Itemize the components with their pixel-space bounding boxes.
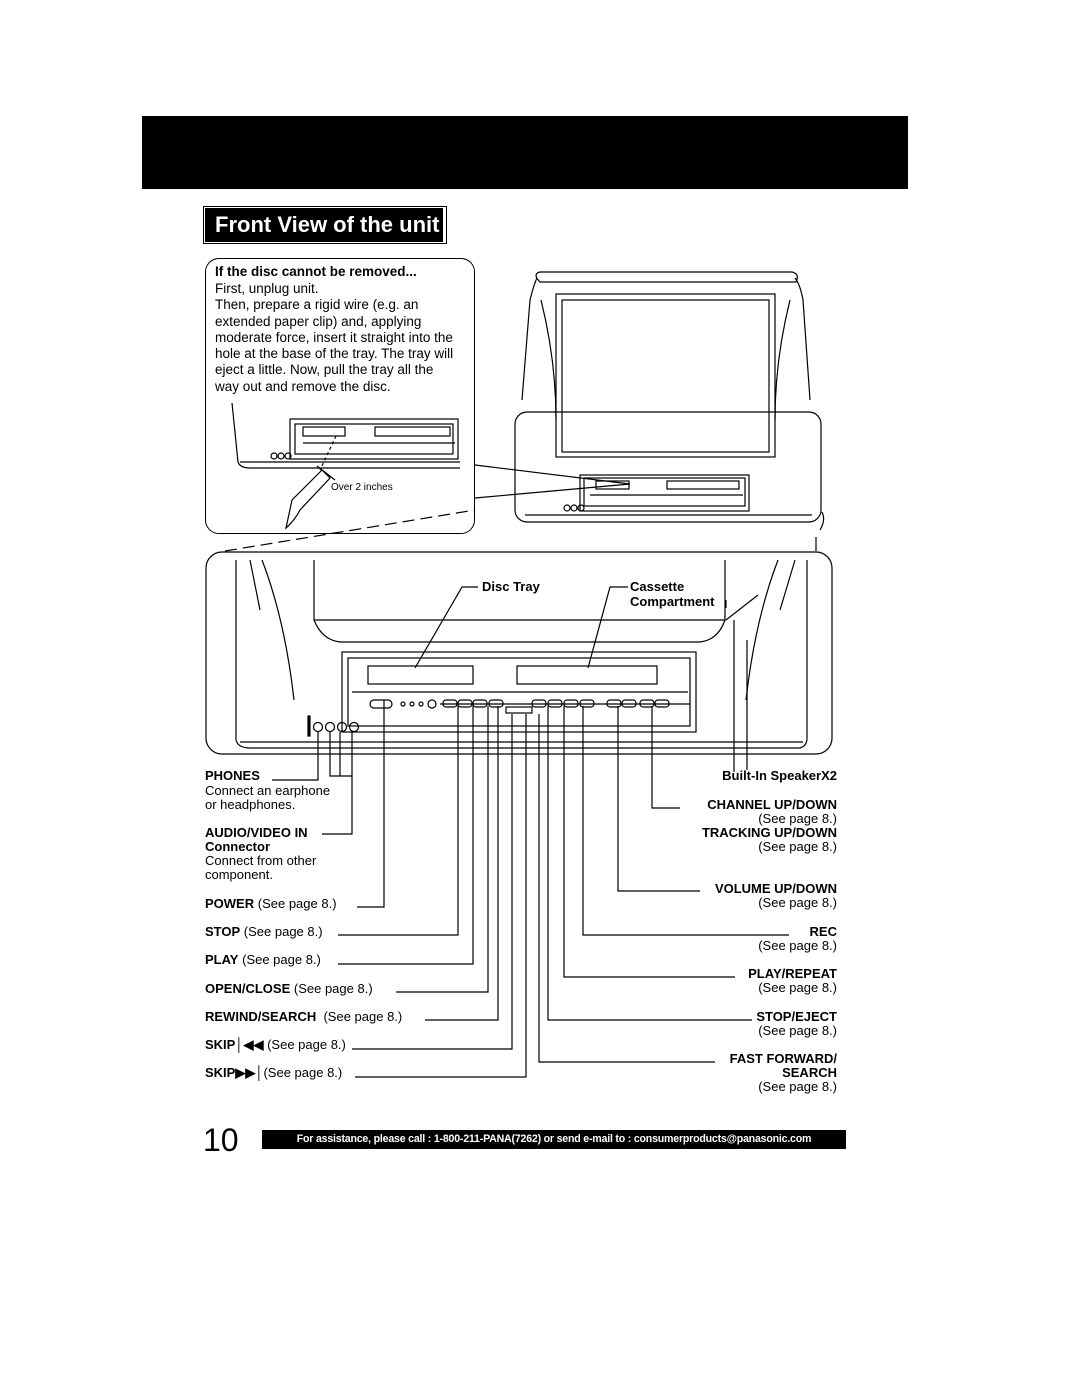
av-connector-label: Connector (205, 839, 270, 854)
note-line: moderate force, insert it straight into … (215, 329, 453, 345)
cassette-leader (587, 586, 628, 669)
skip-prev-label-row: SKIP│◀◀ (See page 8.) (205, 1037, 346, 1052)
power-label: POWER (205, 896, 255, 911)
note-title: If the disc cannot be removed... (215, 264, 417, 279)
note-line: eject a little. Now, pull the tray all t… (215, 362, 434, 378)
skip-next-label: SKIP (205, 1065, 236, 1080)
skip-next-icon: ▶▶│ (235, 1065, 264, 1080)
note-line: extended paper clip) and, applying (215, 313, 422, 329)
see-page-ref: (See page 8.) (758, 811, 837, 826)
rewind-label-row: REWIND/SEARCH (See page 8.) (205, 1009, 402, 1024)
tv-outline (514, 271, 822, 523)
disc-tray-leader (414, 586, 478, 669)
cassette-label-1: Cassette (630, 579, 685, 594)
see-page-ref: (See page 8.) (758, 895, 837, 910)
note-illustration (231, 402, 460, 530)
stop-eject-label: STOP/EJECT (756, 1009, 837, 1024)
see-page-ref: (See page 8.) (758, 1079, 837, 1094)
stop-label-row: STOP (See page 8.) (205, 924, 323, 939)
see-page-ref: (See page 8.) (242, 952, 321, 967)
tracking-label: TRACKING UP/DOWN (701, 825, 837, 840)
page-number: 10 (203, 1122, 239, 1158)
skip-prev-icon: │◀◀ (235, 1037, 264, 1052)
see-page-ref: (See page 8.) (267, 1037, 346, 1052)
assistance-banner: For assistance, please call : 1-800-211-… (262, 1130, 846, 1149)
front-jacks (307, 715, 360, 737)
section-title-outline (203, 206, 447, 244)
note-line: hole at the base of the tray. The tray w… (215, 346, 454, 362)
note-line: way out and remove the disc. (215, 378, 391, 394)
skip-prev-label: SKIP (205, 1037, 236, 1052)
over-2-inches-label: Over 2 inches (331, 482, 393, 493)
see-page-ref: (See page 8.) (243, 924, 323, 939)
phones-label: PHONES (205, 768, 260, 783)
av-in-label: AUDIO/VIDEO IN (205, 825, 308, 840)
open-close-label-row: OPEN/CLOSE (See page 8.) (205, 981, 373, 996)
see-page-ref: (See page 8.) (758, 938, 837, 953)
see-page-ref: (See page 8.) (758, 839, 837, 854)
stop-label: STOP (205, 924, 241, 939)
note-body: First, unplug unit. Then, prepare a rigi… (215, 281, 471, 395)
speaker-label: Built-In SpeakerX2 (722, 768, 837, 783)
disc-removal-note-box (205, 258, 475, 534)
see-page-ref: (See page 8.) (758, 1023, 837, 1038)
see-page-ref: (See page 8.) (293, 981, 373, 996)
rec-label: REC (809, 924, 837, 939)
volume-label: VOLUME UP/DOWN (714, 881, 837, 896)
left-leaders (272, 700, 527, 1078)
section-title: Front View of the unit (205, 208, 445, 242)
phones-desc-2: or headphones. (205, 797, 296, 812)
av-desc-2: component. (205, 867, 273, 882)
zoom-curve (819, 511, 825, 531)
power-label-row: POWER (See page 8.) (205, 896, 337, 911)
cassette-label-2: Compartment (630, 594, 715, 609)
right-leaders (538, 620, 789, 1063)
zoom-dash-left (224, 509, 476, 552)
see-page-ref: (See page 8.) (257, 896, 337, 911)
note-line: First, unplug unit. (215, 281, 319, 296)
note-line: Then, prepare a rigid wire (e.g. an (215, 297, 419, 313)
ff-label-2: SEARCH (782, 1065, 837, 1080)
disc-tray-label: Disc Tray (482, 579, 540, 594)
cassette-leader-tail (725, 594, 759, 621)
channel-label: CHANNEL UP/DOWN (707, 797, 837, 812)
skip-next-label-row: SKIP▶▶│(See page 8.) (205, 1065, 342, 1080)
detail-panel (205, 551, 833, 755)
play-repeat-label: PLAY/REPEAT (748, 966, 837, 981)
phones-desc-1: Connect an earphone (205, 783, 331, 798)
callout-wedge (474, 464, 631, 499)
av-desc-1: Connect from other (205, 853, 317, 868)
play-label: PLAY (205, 952, 239, 967)
see-page-ref: (See page 8.) (323, 1009, 403, 1024)
button-row (369, 699, 690, 714)
open-close-label: OPEN/CLOSE (205, 981, 291, 996)
rewind-label: REWIND/SEARCH (205, 1009, 317, 1024)
top-header-bar (142, 116, 908, 189)
ff-label-1: FAST FORWARD/ (729, 1051, 837, 1066)
see-page-ref: (See page 8.) (758, 980, 837, 995)
see-page-ref: (See page 8.) (263, 1065, 343, 1080)
play-label-row: PLAY (See page 8.) (205, 952, 321, 967)
